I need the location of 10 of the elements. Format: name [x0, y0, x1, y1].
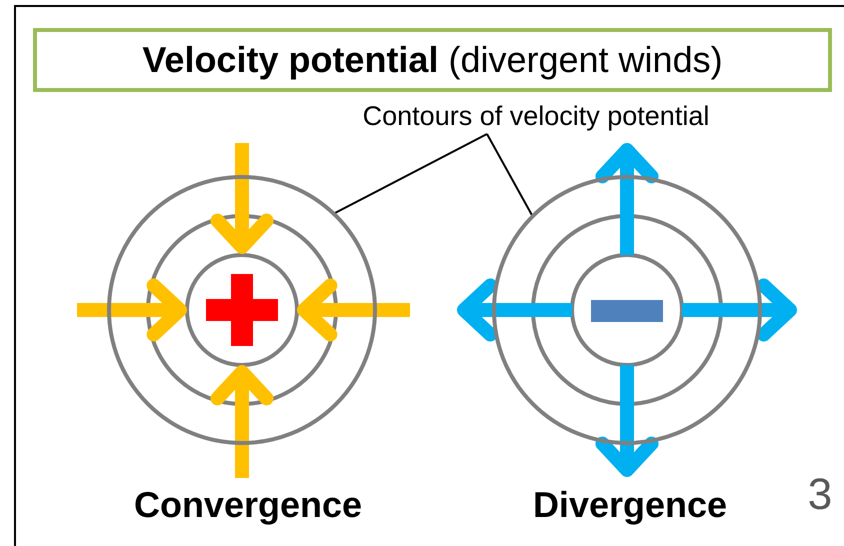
leader-line: [486, 134, 534, 218]
contour-circle: [106, 174, 378, 446]
title-box: [33, 28, 832, 92]
diagram-label: Divergence: [532, 484, 728, 525]
diagram-label: Convergence: [134, 484, 362, 525]
page-number: 3: [808, 470, 832, 519]
contour-circle: [491, 174, 763, 446]
title: Velocity potential (divergent winds): [142, 39, 723, 81]
leader-line: [334, 133, 488, 214]
callout-text: Contours of velocity potential: [362, 100, 710, 132]
